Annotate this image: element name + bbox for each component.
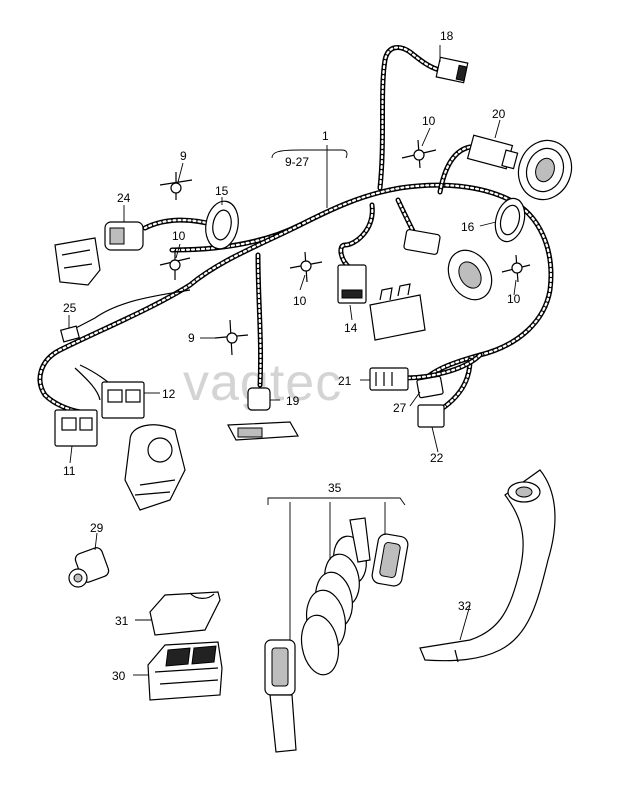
connector-12 — [101, 381, 145, 419]
callout-1-range: 9-27 — [285, 155, 309, 169]
cable-boot-32 — [419, 469, 556, 663]
bulb-holder-29 — [68, 547, 110, 588]
callout-9-lower: 9 — [188, 331, 195, 345]
callout-31: 31 — [115, 614, 129, 628]
grommet-round — [447, 249, 493, 301]
grommet-16 — [494, 197, 526, 243]
door-lock-unit — [54, 237, 101, 286]
clip-10-right — [501, 254, 531, 283]
callout-labels: 1 9-27 9 9 10 10 10 10 11 12 14 15 16 18… — [63, 29, 521, 683]
callout-12: 12 — [162, 387, 176, 401]
callout-11: 11 — [63, 464, 76, 478]
callout-14: 14 — [344, 321, 358, 335]
callout-30: 30 — [112, 669, 126, 683]
callout-32: 32 — [458, 599, 472, 613]
callout-29: 29 — [90, 521, 104, 535]
switch-block-30 — [147, 641, 223, 701]
callout-18: 18 — [440, 29, 454, 43]
connector-21 — [369, 367, 409, 391]
callout-1: 1 — [322, 129, 329, 143]
bellows-35 — [300, 517, 371, 676]
cover-31 — [149, 591, 221, 636]
connector-14 — [337, 264, 367, 304]
window-motor — [124, 424, 186, 511]
clip-10-left — [159, 250, 191, 280]
callout-19: 19 — [286, 394, 300, 408]
connector-19 — [247, 387, 271, 411]
connector-22 — [417, 404, 445, 428]
connector-upper — [403, 229, 441, 255]
plug-25 — [59, 325, 81, 343]
clip-9-lower — [214, 319, 249, 356]
callout-16: 16 — [461, 220, 475, 234]
callout-27: 27 — [393, 401, 407, 415]
clip-10-top — [401, 139, 437, 169]
connector-18 — [435, 56, 469, 84]
callout-21: 21 — [338, 374, 352, 388]
callout-10-top: 10 — [422, 114, 436, 128]
grommet-15 — [205, 200, 239, 250]
callout-25: 25 — [63, 301, 77, 315]
callout-10-left: 10 — [172, 229, 186, 243]
clip-9-upper — [159, 172, 193, 200]
courtesy-lamp — [227, 421, 299, 441]
callout-10-center: 10 — [293, 294, 307, 308]
callout-22: 22 — [430, 451, 444, 465]
grommet-20-rubber — [517, 139, 573, 201]
callout-35: 35 — [328, 481, 342, 495]
connector-11 — [54, 409, 98, 447]
boot-frame-right — [371, 533, 409, 587]
clip-10-center — [289, 251, 323, 283]
connector-24 — [104, 221, 144, 251]
connector-block — [369, 283, 426, 341]
callout-15: 15 — [215, 184, 229, 198]
connector-20 — [466, 134, 519, 170]
callout-10-right: 10 — [507, 292, 521, 306]
callout-24: 24 — [117, 191, 131, 205]
boot-frame-left — [264, 639, 297, 753]
callout-9-upper: 9 — [180, 149, 187, 163]
callout-20: 20 — [492, 107, 506, 121]
leader-lines — [68, 45, 517, 676]
connector-27 — [416, 375, 444, 399]
